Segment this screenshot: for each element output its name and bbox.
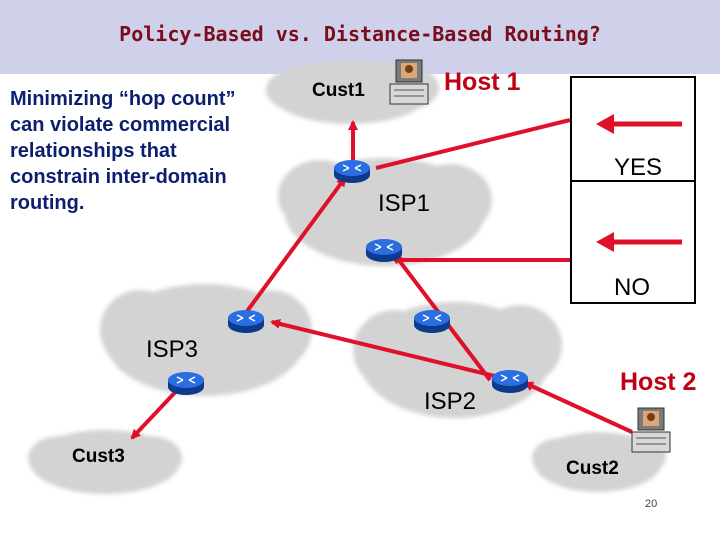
- explanation-text: Minimizing “hop count” can violate comme…: [10, 88, 236, 214]
- slide-title: Policy-Based vs. Distance-Based Routing?: [119, 22, 601, 46]
- link-isp2-isp3: [270, 319, 504, 380]
- cust2-label: Cust2: [566, 458, 619, 479]
- cust3-label: Cust3: [72, 446, 125, 467]
- router-isp3-bottom: [167, 371, 205, 396]
- host2-label: Host 2: [620, 368, 697, 396]
- legend-no-label: NO: [614, 274, 650, 301]
- isp3-label: ISP3: [146, 336, 199, 363]
- host2-computer-icon: [631, 407, 671, 453]
- link-cust2-isp2: [523, 381, 633, 434]
- isp3-cloud: [100, 284, 312, 396]
- link-isp3-isp1: [240, 176, 347, 320]
- legend-yes-label: YES: [614, 154, 663, 181]
- page-number: 20: [645, 498, 658, 510]
- router-isp1-bottom: [365, 238, 403, 263]
- isp1-label: ISP1: [378, 190, 431, 217]
- legend-box-no: NO: [570, 180, 696, 304]
- router-isp1-top: [333, 159, 371, 184]
- legend-box-yes: YES: [570, 76, 696, 200]
- host1-label: Host 1: [444, 68, 521, 96]
- router-isp2-bottom: [491, 369, 529, 394]
- cust3-cloud: [28, 430, 182, 494]
- cust1-cloud: [266, 60, 439, 124]
- cust2-cloud: [532, 432, 666, 492]
- host1-computer-icon: [389, 59, 429, 105]
- cust1-label: Cust1: [312, 80, 365, 101]
- router-isp3-top: [227, 309, 265, 334]
- router-isp2-top: [413, 309, 451, 334]
- left-arrow-icon: [596, 114, 682, 134]
- link-isp1-host1-right: [375, 118, 571, 170]
- left-arrow-icon: [596, 232, 682, 252]
- link-isp3-cust3: [130, 383, 184, 440]
- isp2-label: ISP2: [424, 388, 477, 415]
